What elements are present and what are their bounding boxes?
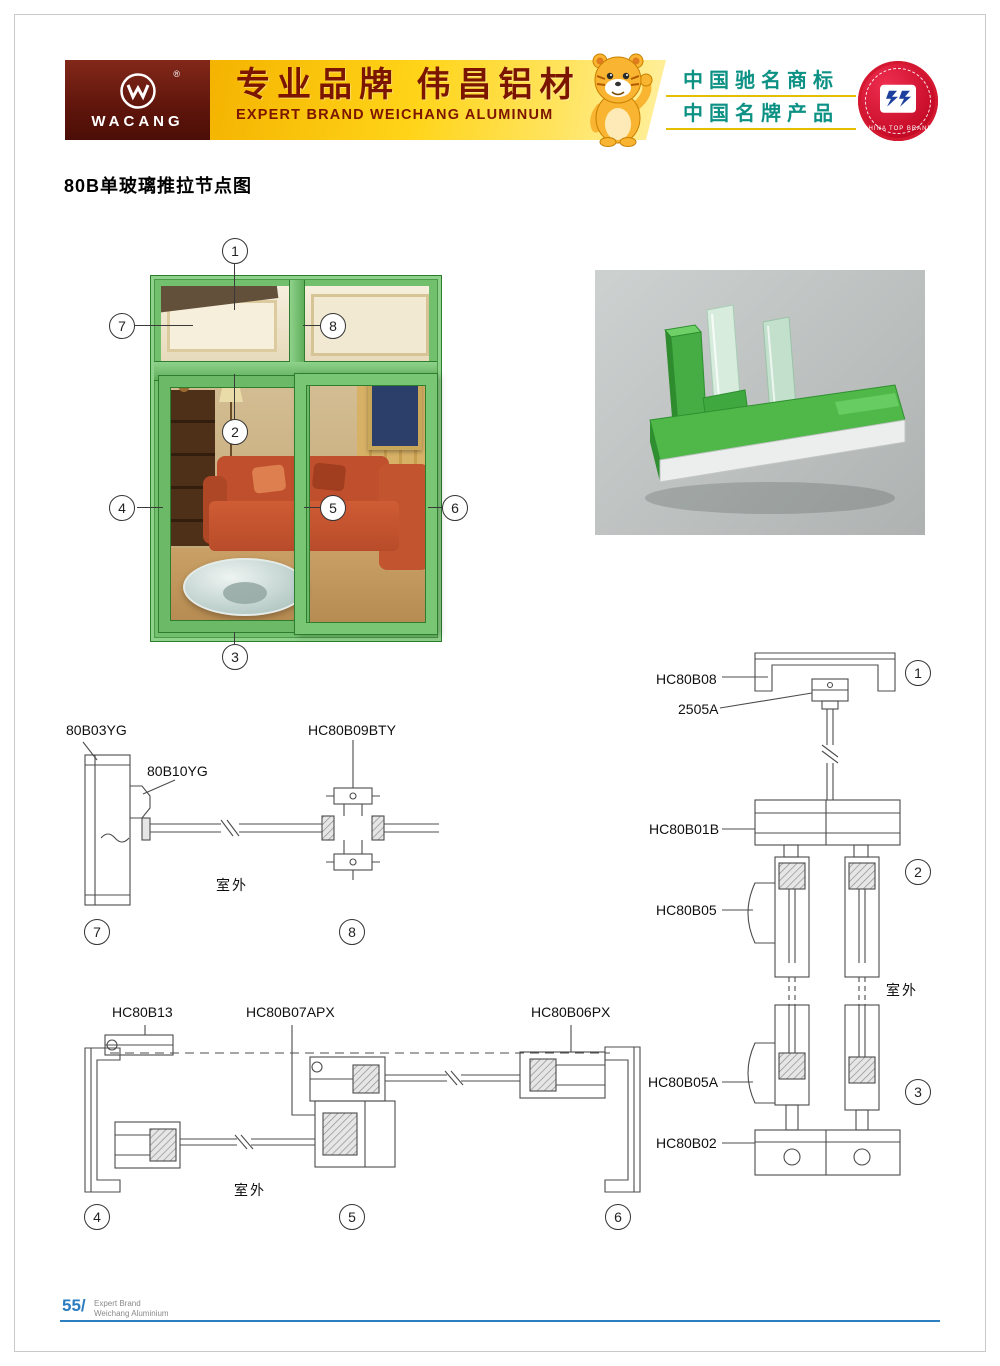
outdoor-label-1: 室外	[216, 877, 248, 893]
window-callout-2: 2	[222, 419, 248, 445]
seal-lightning-icon	[886, 90, 911, 107]
banner-title-cn: 专业品牌 伟昌铝材	[236, 66, 581, 104]
wacang-logo-icon	[119, 72, 156, 109]
seal-caption: CHINA TOP BRAND	[863, 126, 933, 132]
wacang-logo-box: WACANG ®	[65, 60, 210, 140]
callout-line-5	[304, 507, 320, 508]
tiger-mascot-icon	[576, 48, 660, 148]
registered-mark: ®	[173, 69, 180, 79]
part-label-hc80b07apx: HC80B07APX	[246, 1004, 335, 1020]
callout-line-2	[234, 374, 235, 419]
outdoor-label-3: 室外	[234, 1182, 266, 1198]
wacang-logo-text: WACANG	[91, 112, 184, 130]
window-callout-5: 5	[320, 495, 346, 521]
callout-line-4	[137, 507, 163, 508]
section-callout-6: 6	[605, 1204, 631, 1230]
section-callout-2: 2	[905, 859, 931, 885]
scene-lamp-shade	[219, 386, 243, 402]
window-callout-4: 4	[109, 495, 135, 521]
part-label-hc80b08: HC80B08	[656, 671, 717, 687]
footer-brand-text: Expert Brand Weichang Aluminium	[94, 1299, 169, 1320]
footer-brand-line1: Expert Brand	[94, 1299, 141, 1308]
section-callout-4: 4	[84, 1204, 110, 1230]
part-label-hc80b01b: HC80B01B	[649, 821, 720, 837]
footer-rule	[60, 1320, 940, 1322]
page-title: 80B单玻璃推拉节点图	[64, 176, 253, 196]
part-label-hc80b05: HC80B05	[656, 902, 717, 918]
window-callout-3: 3	[222, 644, 248, 670]
section-7-8-drawing	[82, 740, 439, 906]
window-illustration	[150, 275, 442, 642]
profile-render-image	[645, 304, 906, 514]
outdoor-label-2: 室外	[886, 982, 918, 998]
window-callout-6: 6	[442, 495, 468, 521]
part-label-hc80b06px: HC80B06PX	[531, 1004, 611, 1020]
brand-banner: 专业品牌 伟昌铝材 EXPERT BRAND WEICHANG ALUMINUM	[210, 60, 666, 140]
window-callout-8: 8	[320, 313, 346, 339]
callout-line-1	[234, 264, 235, 310]
callout-line-6	[428, 507, 442, 508]
banner-subtitle-en: EXPERT BRAND WEICHANG ALUMINUM	[236, 107, 554, 124]
section-callout-5: 5	[339, 1204, 365, 1230]
callout-line-8	[303, 325, 320, 326]
window-callout-7: 7	[109, 313, 135, 339]
part-label-80b10yg: 80B10YG	[147, 763, 208, 779]
window-callout-1: 1	[222, 238, 248, 264]
window-right-sash-frame	[295, 374, 437, 634]
section-callout-1: 1	[905, 660, 931, 686]
callout-line-7	[135, 325, 193, 326]
part-label-hc80b09bty: HC80B09BTY	[308, 722, 396, 738]
part-label-hc80b13: HC80B13	[112, 1004, 173, 1020]
section-4-5-6-drawing	[84, 1025, 641, 1193]
callout-line-3	[234, 632, 235, 644]
section-callout-7: 7	[84, 919, 110, 945]
window-transom-mullion	[289, 280, 305, 362]
seal-ring	[865, 68, 931, 134]
part-label-hc80b02: HC80B02	[656, 1135, 717, 1151]
profile-3d-render	[595, 270, 925, 535]
footer-brand-line2: Weichang Aluminium	[94, 1309, 169, 1319]
part-label-2505a: 2505A	[678, 701, 719, 717]
section-callout-8: 8	[339, 919, 365, 945]
badge-famous-trademark: 中国驰名商标	[666, 70, 856, 97]
scene-table-base	[223, 582, 267, 604]
scene-ceiling-coffer	[311, 294, 429, 356]
part-label-80b03yg: 80B03YG	[66, 722, 127, 738]
badge-top-brand-product: 中国名牌产品	[666, 103, 856, 130]
part-label-hc80b05a: HC80B05A	[648, 1074, 719, 1090]
honor-badges: 中国驰名商标 中国名牌产品	[666, 60, 856, 140]
section-callout-3: 3	[905, 1079, 931, 1105]
china-top-brand-seal: CHINA TOP BRAND	[858, 61, 938, 141]
section-1-2-3-drawing	[719, 652, 901, 1176]
seal-center	[880, 84, 916, 113]
page-number: 55/	[62, 1296, 86, 1315]
